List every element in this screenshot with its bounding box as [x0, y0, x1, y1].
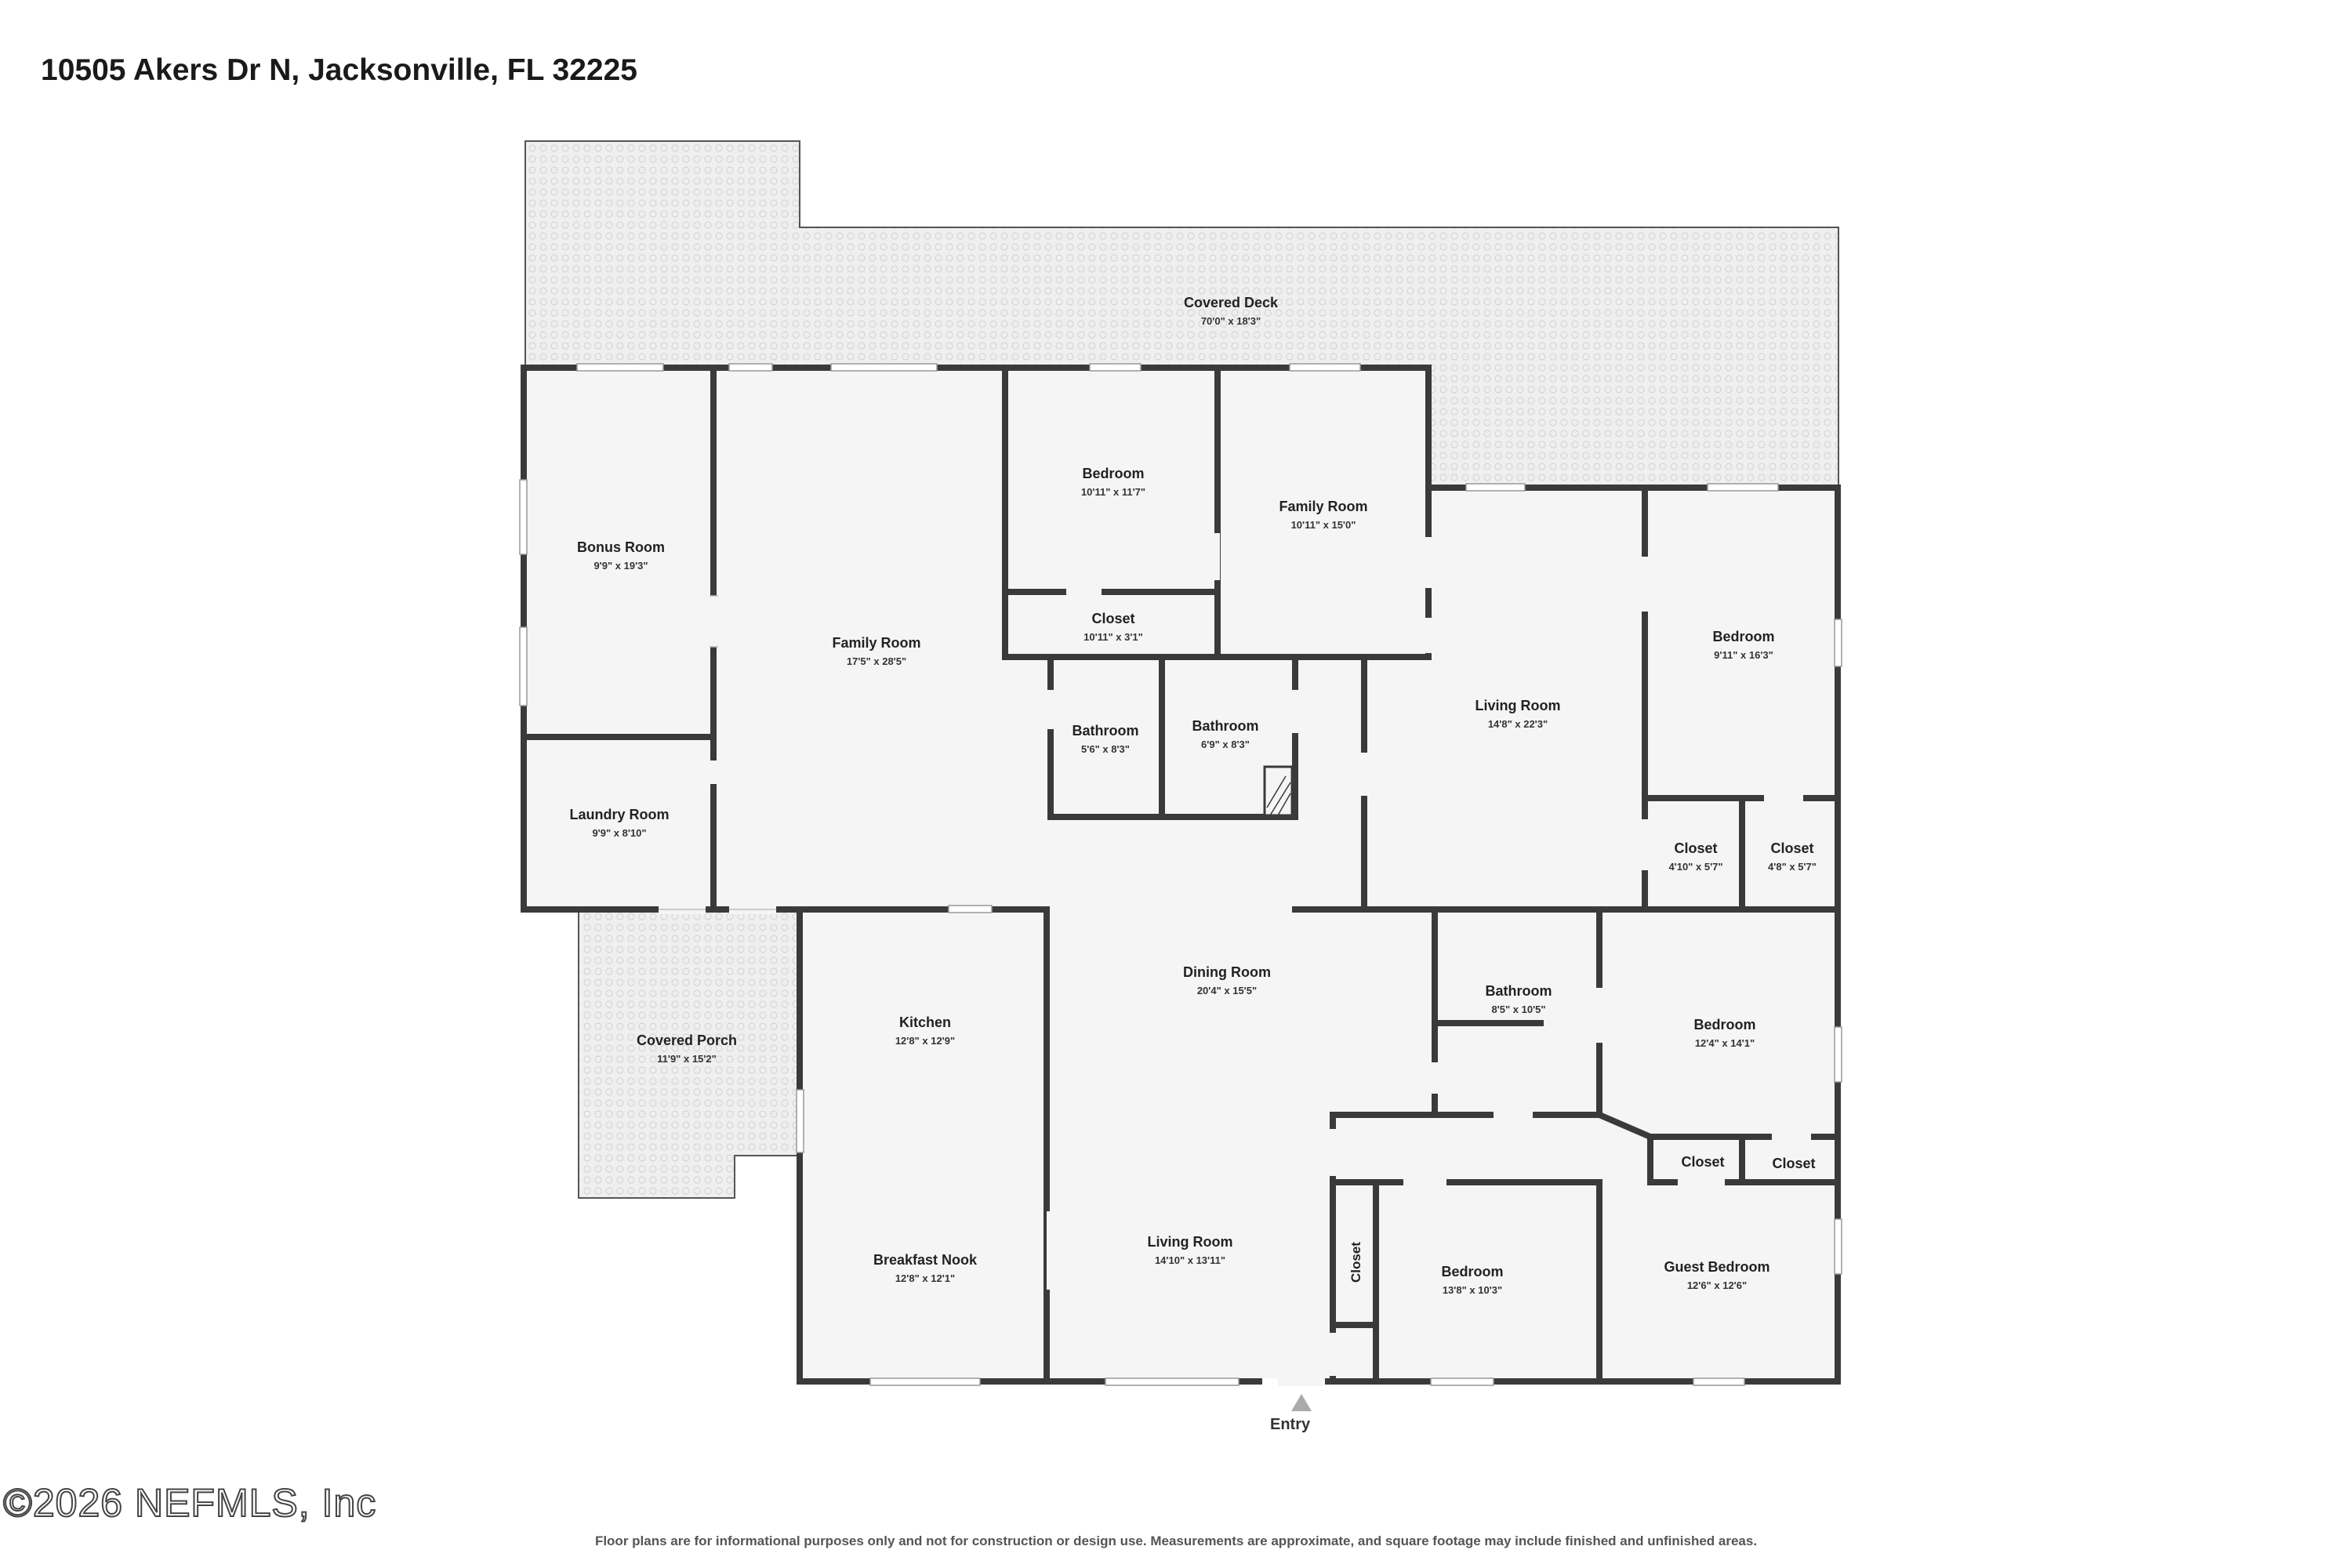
room-name: Guest Bedroom — [1664, 1259, 1769, 1275]
room-dims: 14'8" x 22'3" — [1488, 718, 1548, 730]
room-dims: 11'9" x 15'2" — [657, 1053, 717, 1065]
room-dims: 4'10" x 5'7" — [1668, 861, 1722, 873]
room-name: Breakfast Nook — [873, 1252, 978, 1268]
room-dims: 13'8" x 10'3" — [1443, 1284, 1502, 1296]
room-name: Family Room — [832, 635, 920, 651]
watermark: ©2026 NEFMLS, Inc — [2, 1480, 377, 1526]
chimney — [1263, 765, 1294, 817]
room-dims: 70'0" x 18'3" — [1201, 315, 1261, 327]
room-name: Bedroom — [1441, 1264, 1503, 1279]
room-name: Closet — [1674, 840, 1717, 856]
room-name: Dining Room — [1183, 964, 1271, 980]
room-dims: 12'4" x 14'1" — [1695, 1037, 1755, 1049]
room-dims: 12'8" x 12'1" — [895, 1272, 955, 1284]
room-name: Bathroom — [1073, 723, 1139, 739]
room-dims: 12'8" x 12'9" — [895, 1035, 955, 1047]
room-name: Covered Deck — [1184, 295, 1279, 310]
door-edges — [659, 595, 776, 910]
room-name: Bonus Room — [577, 539, 665, 555]
room-dims: 12'6" x 12'6" — [1687, 1279, 1747, 1291]
room-labels: Covered Deck 70'0" x 18'3" Bonus Room 9'… — [569, 295, 1816, 1296]
room-dims: 8'5" x 10'5" — [1491, 1004, 1545, 1015]
room-dims: 6'9" x 8'3" — [1201, 739, 1250, 750]
entry-arrow-icon — [1291, 1394, 1312, 1411]
room-name: Living Room — [1475, 698, 1561, 713]
room-name: Closet — [1770, 840, 1813, 856]
room-name: Closet — [1348, 1242, 1363, 1283]
room-name: Laundry Room — [569, 807, 669, 822]
room-dims: 4'8" x 5'7" — [1768, 861, 1817, 873]
room-name: Bathroom — [1486, 983, 1552, 999]
room-name: Bedroom — [1693, 1017, 1755, 1033]
page-title: 10505 Akers Dr N, Jacksonville, FL 32225 — [41, 53, 637, 87]
room-name: Bathroom — [1192, 718, 1259, 734]
room-name: Closet — [1772, 1156, 1815, 1171]
room-dims: 17'5" x 28'5" — [847, 655, 906, 667]
room-name: Closet — [1091, 611, 1134, 626]
room-dims: 5'6" x 8'3" — [1081, 743, 1130, 755]
entry-label: Entry — [1270, 1416, 1311, 1433]
room-dims: 9'9" x 19'3" — [593, 560, 648, 572]
room-name: Covered Porch — [637, 1033, 737, 1048]
room-dims: 10'11" x 3'1" — [1083, 631, 1143, 643]
room-dims: 9'11" x 16'3" — [1714, 649, 1773, 661]
room-name: Bedroom — [1082, 466, 1144, 481]
room-dims: 9'9" x 8'10" — [592, 827, 646, 839]
room-name: Living Room — [1148, 1234, 1233, 1250]
disclaimer: Floor plans are for informational purpos… — [594, 1534, 1758, 1548]
room-name: Kitchen — [899, 1014, 951, 1030]
room-dims: 20'4" x 15'5" — [1197, 985, 1257, 996]
room-dims: 10'11" x 11'7" — [1081, 486, 1145, 498]
room-name: Family Room — [1279, 499, 1367, 514]
floor-fills — [524, 368, 1839, 1383]
room-name: Closet — [1681, 1154, 1724, 1170]
room-dims: 14'10" x 13'11" — [1155, 1254, 1225, 1266]
room-dims: 10'11" x 15'0" — [1291, 519, 1356, 531]
room-name: Bedroom — [1712, 629, 1774, 644]
